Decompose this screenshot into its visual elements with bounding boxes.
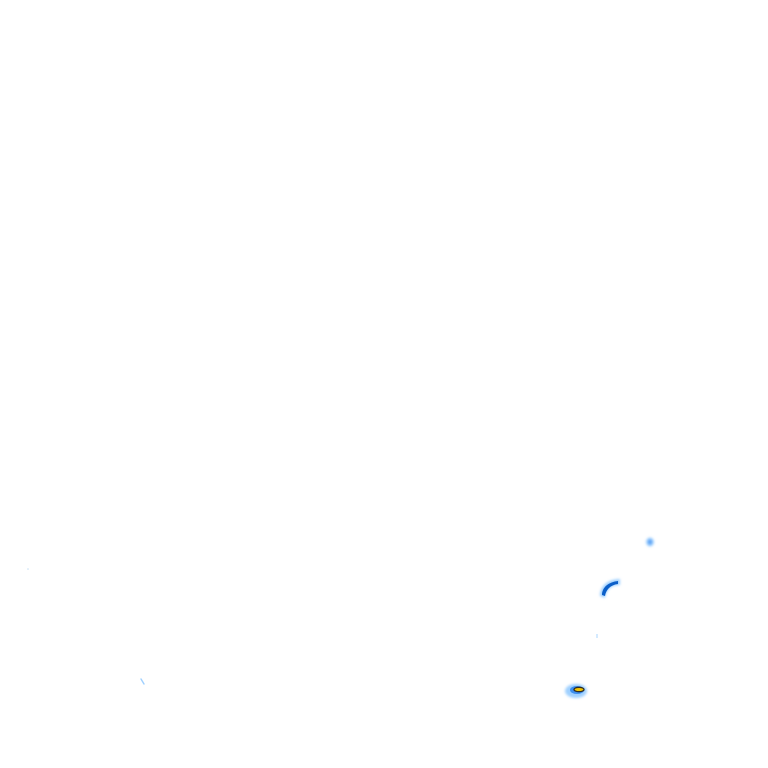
- radar-echo: [600, 579, 620, 598]
- radar-echo: [565, 684, 587, 698]
- radar-echo: [646, 537, 654, 547]
- radar-echo: [27, 568, 29, 570]
- radar-echo: [140, 678, 145, 685]
